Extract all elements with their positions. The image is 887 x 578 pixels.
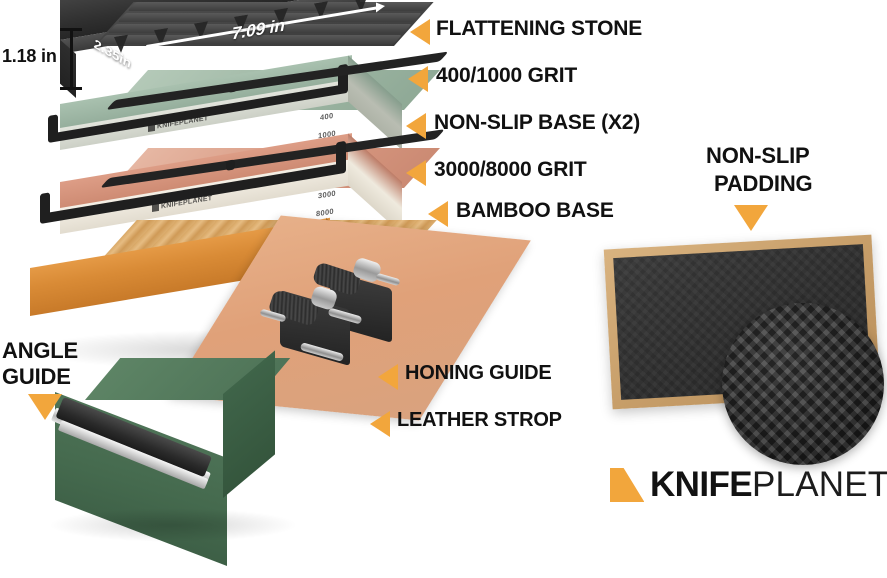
- triangle-left-icon: [410, 19, 430, 45]
- callout-label: 400/1000 GRIT: [436, 64, 577, 87]
- honing-guide-graphic: [259, 256, 422, 372]
- callout-label-line2: PADDING: [714, 171, 813, 196]
- callout-label: 3000/8000 GRIT: [434, 158, 587, 181]
- padding-texture-magnifier: [722, 303, 884, 465]
- fine-grit-top: 3000: [318, 188, 336, 201]
- triangle-left-icon: [406, 113, 426, 139]
- triangle-down-icon: [734, 205, 768, 231]
- logo-word-light: PLANET: [752, 465, 887, 504]
- height-dimension-label: 1.18 in: [2, 46, 57, 66]
- height-dimension-line: [60, 28, 90, 90]
- coarse-grit-top: 400: [320, 110, 334, 123]
- callout-label: FLATTENING STONE: [436, 17, 643, 40]
- callout-label: NON-SLIP BASE (X2): [434, 111, 641, 134]
- triangle-left-icon: [408, 66, 428, 92]
- knifeplanet-logo[interactable]: KNIFE PLANET: [610, 465, 887, 504]
- callout-label: BAMBOO BASE: [456, 199, 614, 222]
- triangle-left-icon: [428, 201, 448, 227]
- callout-label: HONING GUIDE: [405, 362, 552, 384]
- knifeplanet-mark-icon: [610, 467, 645, 503]
- logo-word-bold: KNIFE: [650, 465, 753, 504]
- triangle-left-icon: [378, 364, 398, 390]
- callout-label-line1: NON-SLIP: [706, 143, 810, 168]
- green-block-shadow: [48, 508, 298, 542]
- callout-label-line1: ANGLE: [2, 338, 79, 363]
- triangle-left-icon: [406, 160, 426, 186]
- triangle-down-icon: [28, 394, 62, 420]
- triangle-left-icon: [370, 411, 390, 437]
- callout-label-line2: GUIDE: [2, 364, 71, 389]
- callout-label: LEATHER STROP: [397, 409, 562, 431]
